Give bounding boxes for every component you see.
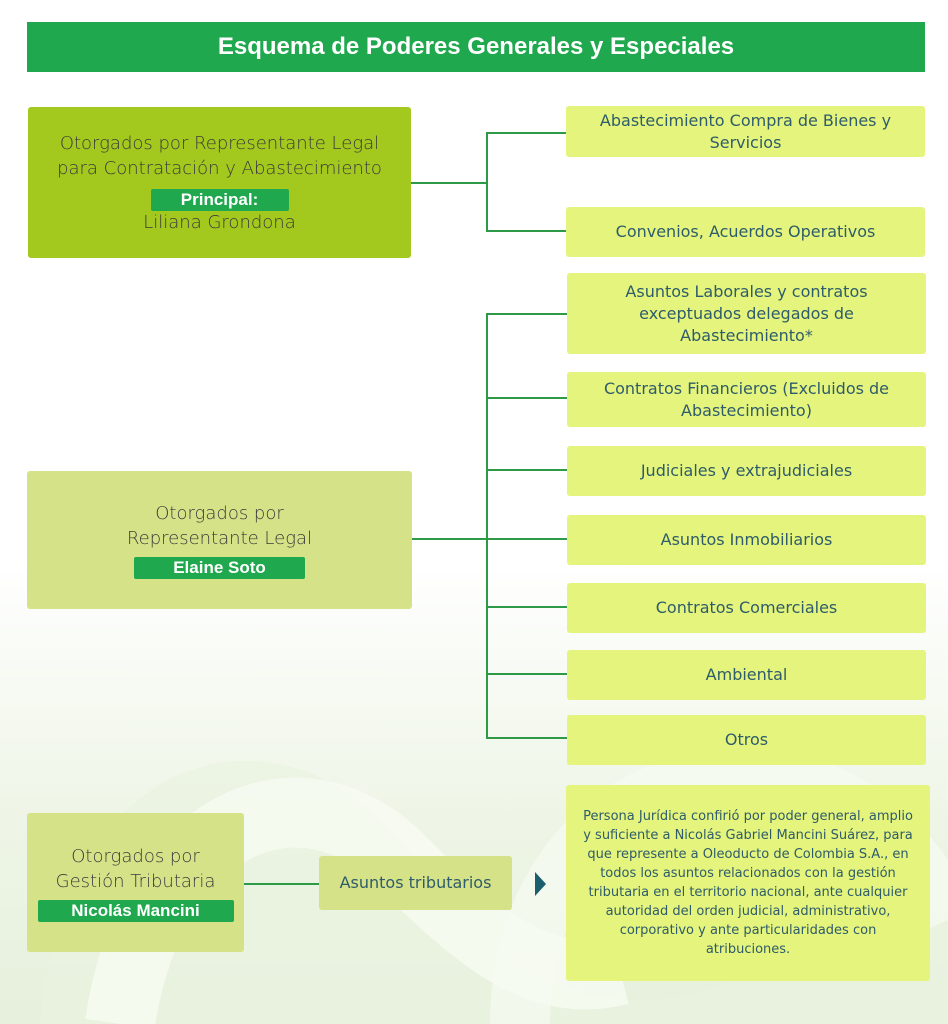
principal-badge: Principal:	[150, 188, 289, 211]
group-contratacion-box: Otorgados por Representante Legal para C…	[28, 107, 411, 258]
nicolas-mancini-badge: Nicolás Mancini	[37, 899, 234, 922]
group-title: Otorgados por Representante Legal	[126, 503, 313, 549]
leaf-asuntos-laborales: Asuntos Laborales y contratos exceptuado…	[567, 273, 926, 354]
principal-name: Liliana Grondona	[143, 211, 296, 233]
elaine-soto-badge: Elaine Soto	[134, 557, 305, 579]
leaf-abastecimiento: Abastecimiento Compra de Bienes y Servic…	[566, 106, 925, 157]
arrow-right-icon	[535, 872, 546, 896]
leaf-contratos-financieros: Contratos Financieros (Excluidos de Abas…	[567, 372, 926, 427]
leaf-asuntos-tributarios: Asuntos tributarios	[319, 856, 512, 910]
leaf-convenios: Convenios, Acuerdos Operativos	[566, 207, 925, 257]
tributaria-description: Persona Jurídica confirió por poder gene…	[566, 785, 930, 981]
group-title: Otorgados por Representante Legal para C…	[57, 132, 382, 179]
group-title: Otorgados por Gestión Tributaria	[55, 845, 216, 892]
leaf-inmobiliarios: Asuntos Inmobiliarios	[567, 515, 926, 565]
group-tributaria-box: Otorgados por Gestión Tributaria Nicolás…	[27, 813, 244, 952]
leaf-otros: Otros	[567, 715, 926, 765]
leaf-ambiental: Ambiental	[567, 650, 926, 700]
group-representante-box: Otorgados por Representante Legal Elaine…	[27, 471, 412, 609]
leaf-judiciales: Judiciales y extrajudiciales	[567, 446, 926, 496]
page-title: Esquema de Poderes Generales y Especiale…	[27, 22, 925, 72]
leaf-contratos-comerciales: Contratos Comerciales	[567, 583, 926, 633]
